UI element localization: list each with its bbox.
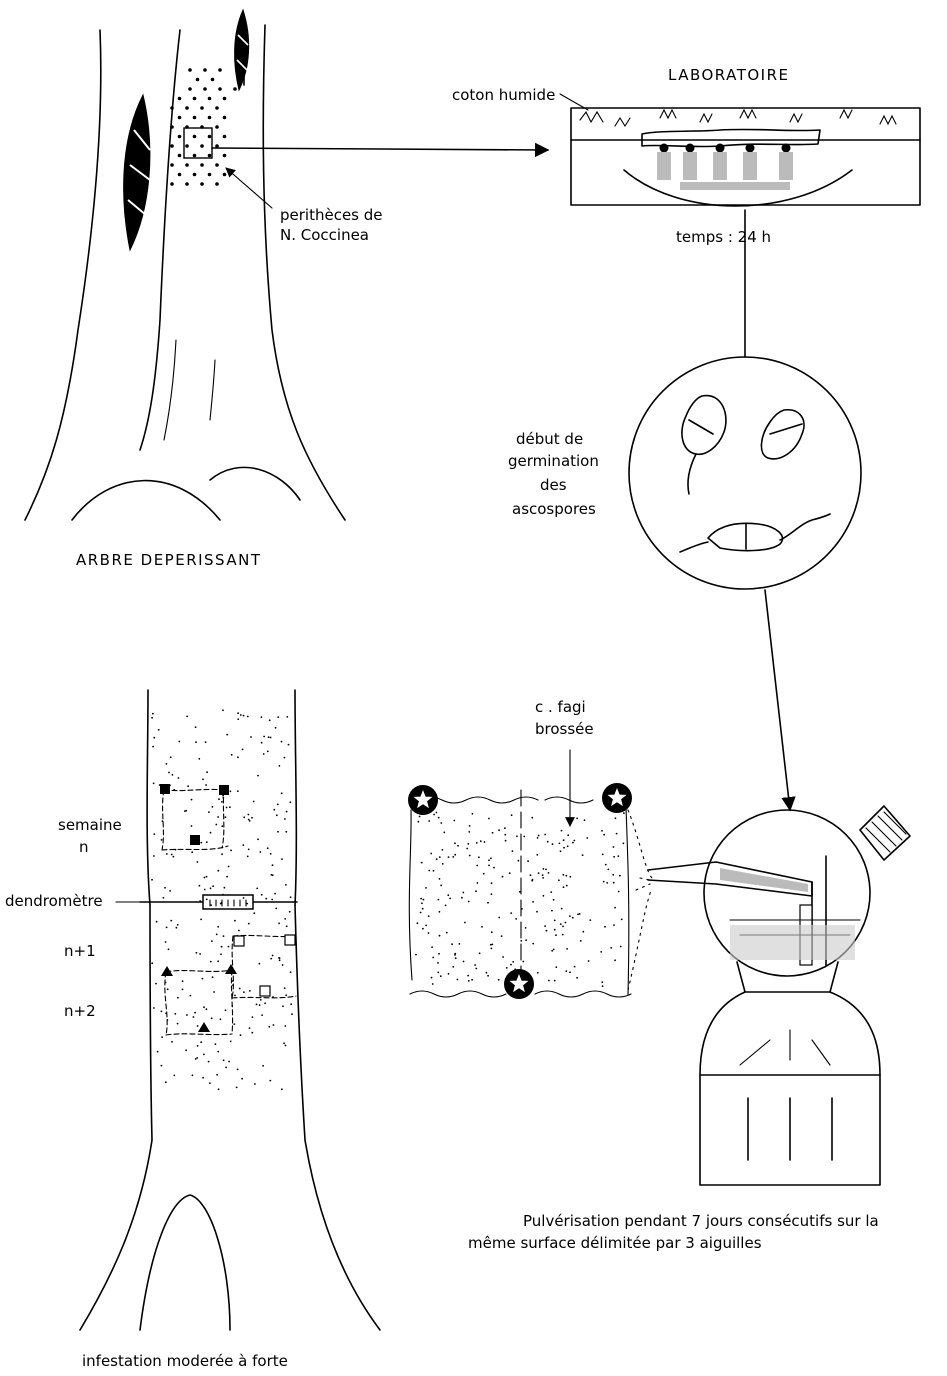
cfagi-label-line1: c . fagi [535,698,586,716]
square-marker-icon [219,785,229,795]
germination-label-line4: ascospores [512,500,596,518]
dying-tree: perithèces de N. Coccinea ARBRE DEPERISS… [25,10,383,569]
star-marker-icon [504,969,534,999]
triangle-marker-icon [198,1022,210,1032]
week-label-line2: n [79,838,89,856]
perithecia-label-line2: N. Coccinea [280,226,369,244]
lab-title: LABORATOIRE [668,66,790,84]
square-marker-icon [234,936,244,946]
square-marker-icon [160,784,170,794]
week-n1-label: n+1 [64,942,96,960]
cotton-label: coton humide [452,86,555,104]
germination-label-line2: germination [508,452,599,470]
surface-speckle [415,812,625,987]
time-label: temps : 24 h [676,228,771,246]
cfagi-label-line2: brossée [535,720,594,738]
germination-label-line1: début de [516,430,583,448]
arrow-right-icon [212,148,548,150]
germination-label-line3: des [540,476,567,494]
spray-caption-line1: Pulvérisation pendant 7 jours consécutif… [523,1212,879,1230]
dendrometer-label: dendromètre [5,892,103,910]
spray-caption-line2: même surface délimitée par 3 aiguilles [468,1234,762,1252]
arrow-down-icon [765,590,790,810]
laboratory-dish: LABORATOIRE coton humide temps : 24 h [452,66,920,357]
star-marker-icon [408,785,438,815]
infestation-caption: infestation moderée à forte [82,1352,288,1370]
microscope-view: début de germination des ascospores [508,357,861,589]
tree-caption: ARBRE DEPERISSANT [76,551,262,569]
spore-drops [657,144,793,181]
trunk-section: semaine n dendromètre n+1 n+2 infestatio… [5,690,380,1370]
star-marker-icon [602,783,632,813]
square-marker-icon [190,835,200,845]
triangle-marker-icon [225,964,237,974]
sample-square [184,128,212,158]
sprayed-surface: c . fagi brossée [408,698,652,999]
perithecia-label-line1: perithèces de [280,206,383,224]
week-label-line1: semaine [58,816,122,834]
square-marker-icon [285,935,295,945]
sprayer-icon [648,806,910,1185]
week-n2-label: n+2 [64,1002,96,1020]
square-marker-icon [260,986,270,996]
